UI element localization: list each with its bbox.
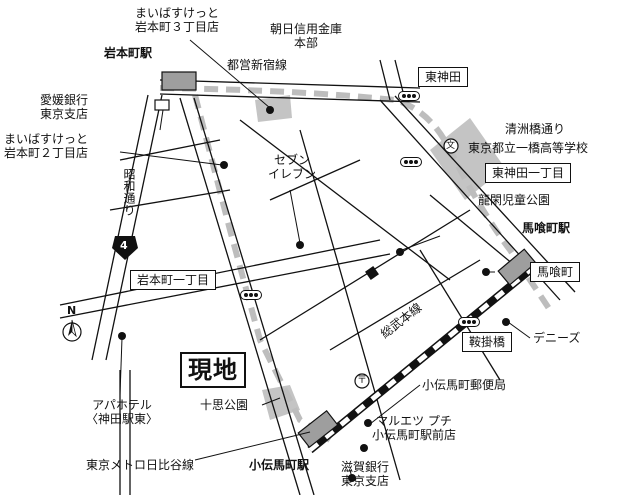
jisshi-park-label[interactable]: 十思公園 bbox=[200, 398, 249, 412]
site-marker bbox=[365, 266, 379, 280]
post-mark-label: 〒 bbox=[357, 375, 367, 386]
seven-eleven-label[interactable]: セブンイレブン bbox=[268, 153, 317, 181]
kodenmacho-station-mark[interactable] bbox=[297, 409, 339, 449]
kurakakebashi-box[interactable]: 鞍掛橋 bbox=[462, 332, 513, 352]
bakurocho-station-label[interactable]: 馬喰町駅 bbox=[522, 221, 571, 235]
leader-lines bbox=[119, 39, 531, 479]
site-label[interactable]: 現地 bbox=[180, 352, 246, 388]
apa-hotel-label[interactable]: アパホテル〈神田駅東〉 bbox=[86, 398, 159, 426]
maibasuketto-3-label[interactable]: まいばすけっと岩本町３丁目店 bbox=[135, 6, 220, 34]
school-mark-label: 文 bbox=[446, 141, 456, 151]
bakurocho-station-mark[interactable] bbox=[497, 248, 537, 286]
north-arrow bbox=[62, 319, 82, 342]
maibasuketto-2-label[interactable]: まいばすけっと岩本町２丁目店 bbox=[4, 132, 89, 160]
north-label: N bbox=[67, 304, 77, 317]
maruetsu-label[interactable]: マルエツ プチ小伝馬町駅前店 bbox=[372, 414, 457, 442]
kodenmacho-station-label[interactable]: 小伝馬町駅 bbox=[249, 458, 310, 472]
hibiya-line-label: 東京メトロ日比谷線 bbox=[86, 458, 195, 472]
post-office-label[interactable]: 小伝馬町郵便局 bbox=[422, 378, 507, 392]
toei-line-label: 都営新宿線 bbox=[227, 58, 288, 72]
signal-icon bbox=[240, 290, 262, 300]
iwamotocho-1-box[interactable]: 岩本町一丁目 bbox=[130, 270, 217, 290]
dennys-label[interactable]: デニーズ bbox=[533, 331, 581, 345]
signal-icon bbox=[398, 91, 420, 101]
ryukan-park-label[interactable]: 龍閑児童公園 bbox=[478, 193, 551, 207]
iwamotocho-station-label[interactable]: 岩本町駅 bbox=[104, 46, 153, 60]
route-shield bbox=[112, 236, 138, 260]
jisshi-park-area bbox=[262, 385, 300, 420]
bank-symbol bbox=[154, 99, 170, 111]
school-symbol bbox=[443, 138, 459, 154]
toei-shinjuku-line bbox=[159, 85, 553, 312]
ehime-bank-label[interactable]: 愛媛銀行東京支店 bbox=[40, 93, 89, 121]
post-office-symbol bbox=[354, 373, 370, 389]
sobu-line bbox=[307, 266, 533, 454]
bakurocho-box[interactable]: 馬喰町 bbox=[530, 262, 581, 282]
signal-icon bbox=[458, 317, 480, 327]
route-number-label: 4 bbox=[120, 239, 128, 252]
school-label[interactable]: 東京都立一橋高等学校 bbox=[468, 141, 589, 155]
asahi-bank-label[interactable]: 朝日信用金庫本部 bbox=[270, 22, 343, 50]
signal-icon bbox=[400, 157, 422, 167]
iwamotocho-station-mark[interactable] bbox=[161, 71, 197, 91]
hibiya-line-dashed bbox=[192, 94, 332, 443]
showa-dori-label: 昭和通り bbox=[122, 168, 136, 216]
seishubashi-label: 清洲橋通り bbox=[505, 122, 566, 136]
higashikanda-box[interactable]: 東神田 bbox=[418, 67, 469, 87]
landmark-dots bbox=[118, 106, 510, 482]
shiga-bank-label[interactable]: 滋賀銀行東京支店 bbox=[341, 460, 390, 488]
higashikanda-1-box[interactable]: 東神田一丁目 bbox=[485, 163, 572, 183]
